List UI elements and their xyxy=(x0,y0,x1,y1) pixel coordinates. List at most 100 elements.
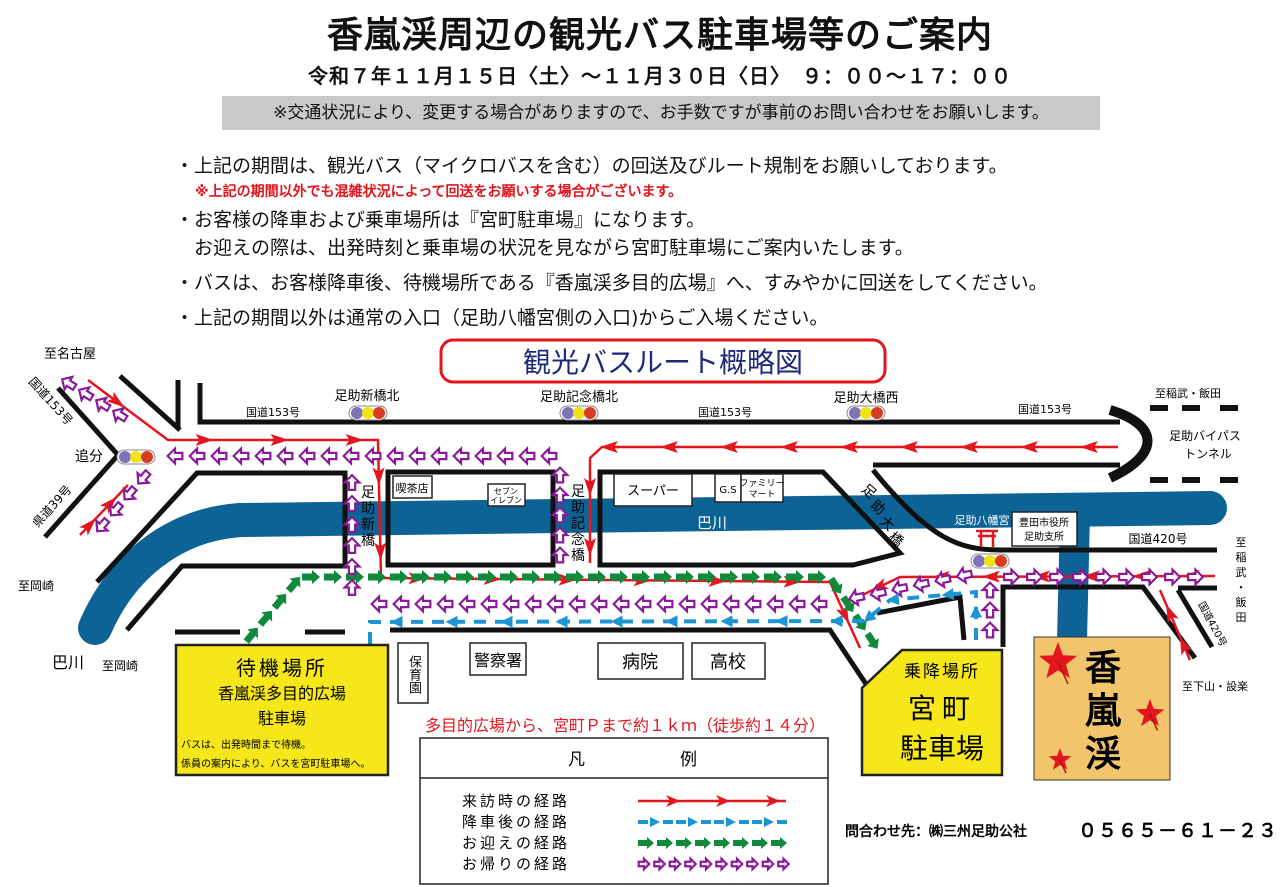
legend-purple-arrow xyxy=(684,856,698,872)
highschool-label: 高校 xyxy=(710,652,746,673)
red-arrow-head xyxy=(960,441,978,453)
purple-return-route-west xyxy=(847,565,974,608)
purple-return-arrow xyxy=(136,468,152,485)
waiting-area-box xyxy=(174,643,390,777)
purple-return-arrow xyxy=(364,445,382,467)
purple-return-arrow xyxy=(810,593,828,615)
purple-return-arrow xyxy=(1095,566,1113,588)
bridge-kinen-label: 足 xyxy=(571,484,585,500)
signal-label-2: 足助記念橋北 xyxy=(540,389,618,405)
legend-green-arrow xyxy=(733,837,749,849)
purple-return-route-top xyxy=(166,445,558,467)
purple-return-arrow xyxy=(232,445,250,467)
traffic-signal-icon xyxy=(846,405,886,421)
purple-return-arrow xyxy=(341,473,363,491)
to-inabu-label-2: 至 xyxy=(1236,536,1247,549)
purple-return-arrow xyxy=(869,583,888,603)
purple-return-arrow xyxy=(254,445,272,467)
green-pickup-arrow xyxy=(742,570,760,584)
green-pickup-arrow xyxy=(478,570,496,584)
to-inabu-label-2: 田 xyxy=(1236,611,1247,624)
legend-blue-dash xyxy=(701,820,711,824)
green-pickup-arrow xyxy=(864,631,879,649)
purple-return-arrow xyxy=(1187,566,1205,588)
purple-return-route-up xyxy=(979,581,1001,639)
page-title: 香嵐渓周辺の観光バス駐車場等のご案内 xyxy=(326,15,993,56)
legend: 凡 例 来訪時の経路 降車後の経路 お迎えの経路 お帰りの経路 xyxy=(419,737,829,885)
purple-return-route-kinenbashi xyxy=(549,466,571,564)
to-inabu-label-2: 飯 xyxy=(1236,595,1247,609)
purple-return-arrow xyxy=(766,593,784,615)
route153-label-3: 国道153号 xyxy=(1018,402,1072,416)
famima-label-2: マート xyxy=(748,490,775,500)
green-pickup-arrow xyxy=(522,570,540,584)
purple-return-arrow xyxy=(1049,566,1067,588)
purple-return-arrow xyxy=(549,546,571,564)
purple-return-arrow xyxy=(955,565,974,585)
legend-blue-dash xyxy=(752,820,762,824)
city-office-label-1: 豊田市役所 xyxy=(1019,516,1069,529)
green-pickup-arrow xyxy=(632,570,650,584)
to-inabu-label-2: 武 xyxy=(1236,566,1247,579)
hospital-label: 病院 xyxy=(622,652,658,673)
bridge-shin-label: 助 xyxy=(361,501,375,517)
purple-return-arrow xyxy=(634,593,652,615)
green-pickup-arrow xyxy=(808,570,826,584)
purple-return-route-east xyxy=(1003,566,1205,588)
route153-label-2: 国道153号 xyxy=(698,405,752,419)
purple-return-arrow xyxy=(111,406,129,424)
legend-green-arrow xyxy=(752,837,768,849)
maple-leaf-icon xyxy=(1038,642,1078,679)
purple-return-arrow xyxy=(1072,566,1090,588)
red-arrow-head xyxy=(345,434,364,446)
green-pickup-arrow xyxy=(324,570,342,584)
legend-purple-arrow xyxy=(730,856,744,872)
red-arrow-head xyxy=(780,441,798,453)
bullet-4: ・上記の期間以外は通常の入口（足助八幡宮側の入口)からご入場ください。 xyxy=(175,307,829,329)
green-pickup-arrow xyxy=(271,593,287,610)
legend-blue-dash xyxy=(663,820,673,824)
purple-return-route-39 xyxy=(95,468,152,533)
to-inabu-label-2: 稲 xyxy=(1236,551,1247,564)
green-pickup-arrow xyxy=(390,570,408,584)
red-arrow-head xyxy=(195,434,214,446)
red-arrow-head xyxy=(79,518,96,536)
purple-return-arrow xyxy=(95,516,111,533)
purple-return-arrow xyxy=(408,445,426,467)
purple-return-arrow xyxy=(341,557,363,575)
green-pickup-arrow xyxy=(840,595,855,613)
route153-label-1: 国道153号 xyxy=(246,405,300,419)
legend-blue-dash xyxy=(676,820,686,824)
purple-return-arrow xyxy=(656,593,674,615)
legend-purple-arrow xyxy=(653,856,667,872)
blue-arrow-head xyxy=(390,615,403,628)
tomoe-river-label-1: 巴川 xyxy=(52,653,84,672)
bypass-label-1: 足助バイパス xyxy=(1169,429,1241,443)
red-route-from-route39 xyxy=(79,484,129,536)
purple-return-arrow xyxy=(77,385,95,403)
waiting-note-2: 係員の案内により、バスを宮町駐車場へ。 xyxy=(181,757,370,770)
bullet-1: ・上記の期間は、観光バス（マイクロバスを含む）の回送及びルート規制をお願いしてお… xyxy=(175,155,1008,177)
green-pickup-arrow xyxy=(828,576,843,594)
green-pickup-arrow xyxy=(285,576,301,594)
bus-routes xyxy=(60,375,1216,661)
purple-return-arrow xyxy=(744,593,762,615)
purple-return-arrow xyxy=(979,581,1001,599)
legend-label-return: お帰りの経路 xyxy=(462,855,570,873)
red-arrow-head xyxy=(584,538,596,556)
purple-return-arrow xyxy=(1003,566,1021,588)
green-pickup-arrow xyxy=(786,570,804,584)
legend-green-arrow xyxy=(714,837,730,849)
purple-return-arrow xyxy=(458,593,476,615)
green-pickup-arrow xyxy=(566,570,584,584)
legend-green-arrow xyxy=(676,837,692,849)
blue-arrow-head xyxy=(886,593,900,606)
red-arrow-head xyxy=(106,391,125,408)
purple-return-arrow xyxy=(1164,566,1182,588)
purple-return-arrow xyxy=(341,536,363,554)
tomoe-river-label-2: 巴川 xyxy=(697,514,727,532)
legend-purple-arrow xyxy=(668,856,682,872)
bridge-kinen-label: 記 xyxy=(571,515,585,532)
legend-label-after-drop: 降車後の経路 xyxy=(462,813,570,831)
